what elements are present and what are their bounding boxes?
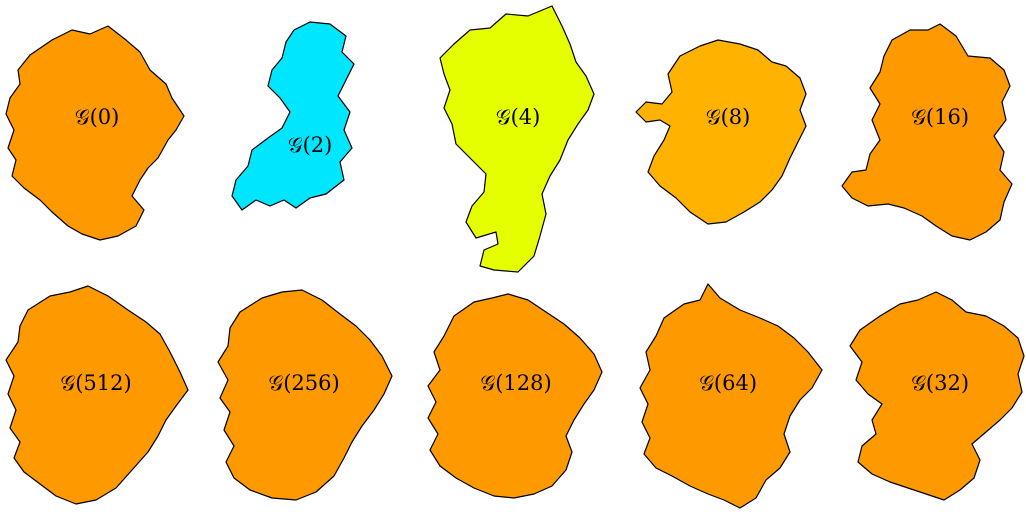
blob-g16: 𝒢(16) (842, 24, 1012, 240)
blob-g2-shape (232, 22, 354, 210)
blob-g256: 𝒢(256) (218, 290, 392, 500)
blob-g4-shape (440, 6, 594, 272)
blob-g0-shape (6, 26, 184, 240)
blob-g16-shape (842, 24, 1012, 240)
blob-g64: 𝒢(64) (640, 284, 822, 508)
blob-g512: 𝒢(512) (6, 286, 188, 504)
blob-g2: 𝒢(2) (232, 22, 354, 210)
blob-g8-shape (636, 40, 806, 224)
blob-g4-label: 𝒢(4) (496, 105, 541, 129)
blob-g128-label: 𝒢(128) (480, 371, 551, 395)
blob-g16-label: 𝒢(16) (911, 105, 969, 129)
blob-g32-label: 𝒢(32) (911, 371, 969, 395)
blob-g0-label: 𝒢(0) (75, 105, 120, 129)
blob-g0: 𝒢(0) (6, 26, 184, 240)
blob-g128-shape (428, 294, 602, 498)
blob-g64-shape (640, 284, 822, 508)
blob-g512-label: 𝒢(512) (60, 371, 131, 395)
blob-g8: 𝒢(8) (636, 40, 806, 224)
blob-g32-shape (850, 292, 1024, 500)
blob-g256-shape (218, 290, 392, 500)
blob-g512-shape (6, 286, 188, 504)
blob-g8-label: 𝒢(8) (706, 105, 751, 129)
blob-g4: 𝒢(4) (440, 6, 594, 272)
blob-g2-label: 𝒢(2) (288, 133, 333, 157)
blob-g256-label: 𝒢(256) (268, 371, 339, 395)
blob-g128: 𝒢(128) (428, 294, 602, 498)
blob-g32: 𝒢(32) (850, 292, 1024, 500)
blob-g64-label: 𝒢(64) (699, 371, 757, 395)
